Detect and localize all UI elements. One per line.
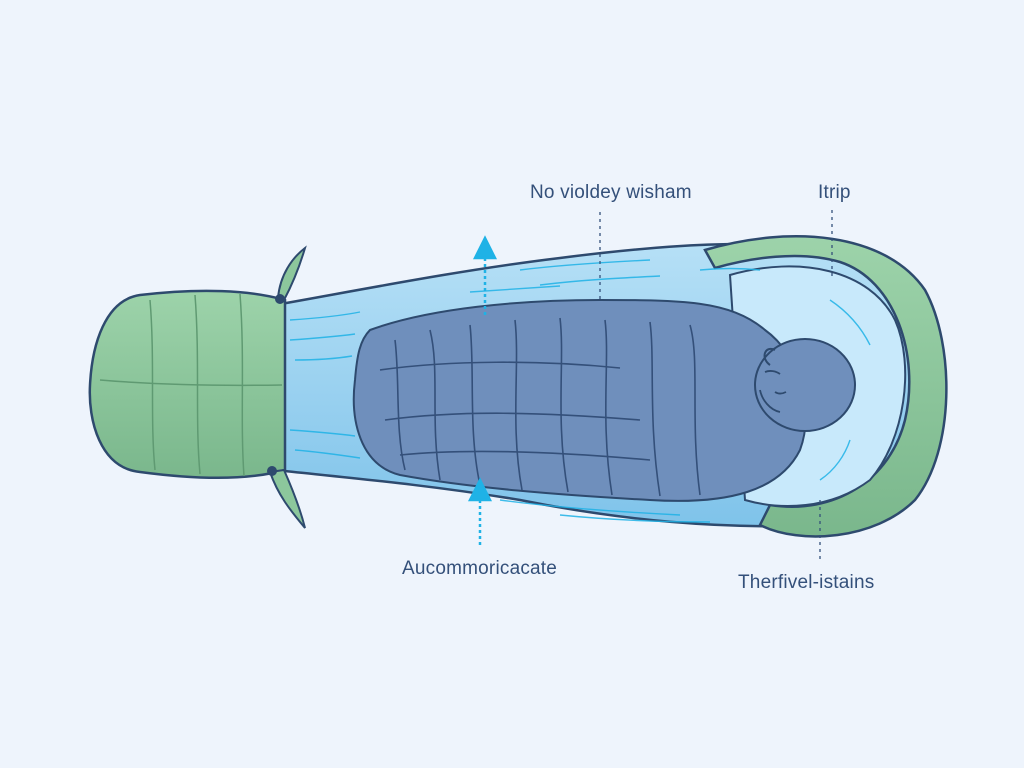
figure-head	[754, 338, 856, 432]
hood-rim	[703, 235, 948, 538]
label-top-left: No violdey wisham	[530, 182, 692, 203]
liner-streaks	[289, 259, 871, 523]
foot-end-folds	[99, 293, 283, 477]
figure-face	[759, 370, 787, 413]
label-bottom-right: Therfivel-istains	[738, 572, 875, 593]
tie-bottom	[267, 466, 306, 529]
tie-top	[275, 245, 307, 304]
label-top-right: Itrip	[818, 182, 851, 203]
figure-folds	[379, 317, 701, 497]
leader-lines	[599, 210, 833, 560]
arrow-up-bottom	[467, 477, 493, 545]
label-bottom-left: Aucommoricacate	[402, 558, 558, 579]
figure-body	[352, 298, 807, 502]
figure-ear	[763, 347, 776, 366]
arrow-up-top	[472, 235, 498, 315]
